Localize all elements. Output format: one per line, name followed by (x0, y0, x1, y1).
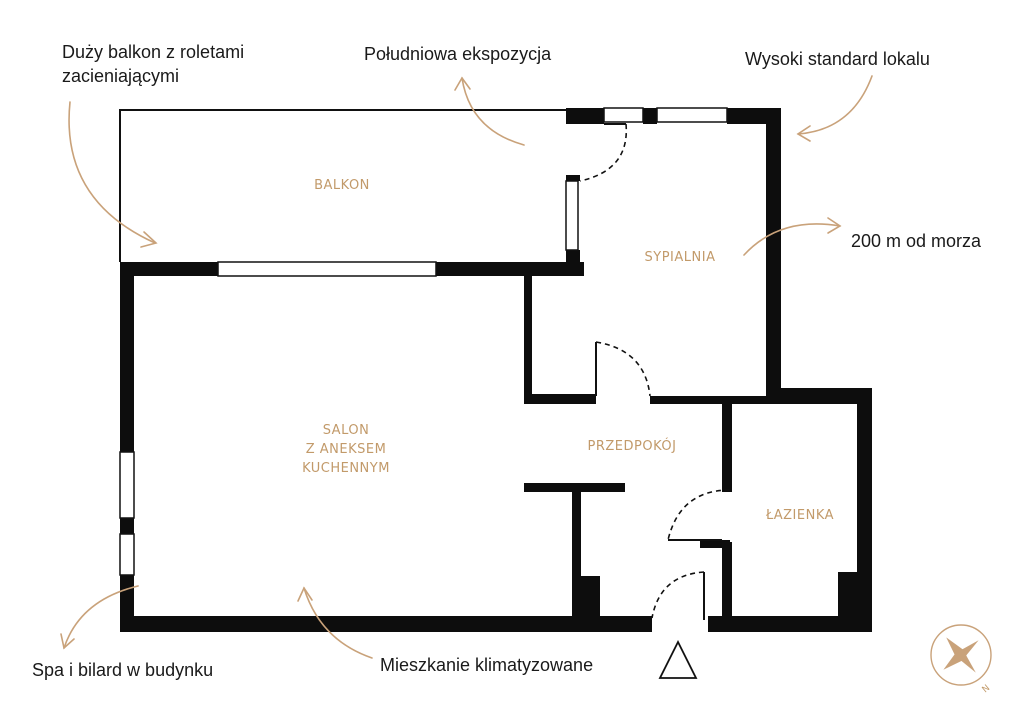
room-label-bedroom: SYPIALNIA (644, 250, 716, 265)
walls (120, 108, 872, 632)
balcony-outline (119, 109, 566, 262)
sea-distance-note: 200 m od morza (851, 231, 982, 251)
room-label-living-line-3: KUCHENNYM (302, 461, 390, 476)
room-label-bathroom: ŁAZIENKA (765, 508, 835, 523)
compass-icon (930, 624, 992, 686)
room-label-living-line-2: Z ANEKSEM (305, 442, 387, 457)
room-label-hall: PRZEDPOKÓJ (587, 439, 677, 454)
door-swings (579, 123, 731, 619)
entrance-marker (658, 639, 698, 679)
south-exposure-note: Południowa ekspozycja (364, 44, 552, 64)
spa-note: Spa i bilard w budynku (32, 660, 214, 680)
balcony-note-line-2: zacieniającymi (62, 66, 180, 86)
aircon-note: Mieszkanie klimatyzowane (380, 655, 594, 675)
room-label-balcony: BALKON (314, 178, 370, 193)
room-label-living: SALON Z ANEKSEM KUCHENNYM (276, 421, 416, 478)
room-label-living-line-1: SALON (322, 423, 370, 438)
balcony-note: Duży balkon z roletami zacieniającymi (62, 40, 244, 88)
balcony-note-line-1: Duży balkon z roletami (62, 42, 245, 62)
windows (119, 107, 728, 576)
high-standard-note: Wysoki standard lokalu (745, 49, 930, 69)
annotation-arrows (60, 75, 873, 659)
door-leaves (595, 123, 722, 620)
